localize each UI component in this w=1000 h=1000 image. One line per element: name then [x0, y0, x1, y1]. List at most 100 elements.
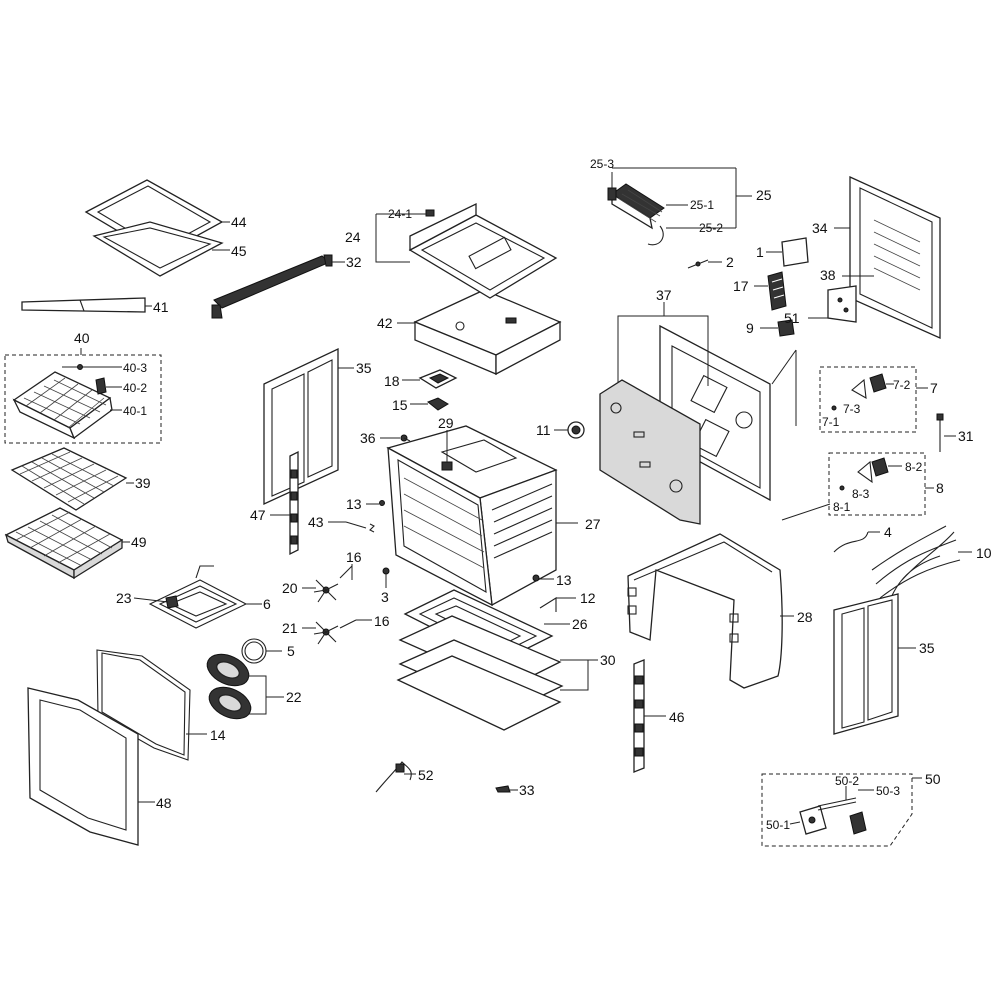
label-51: 51	[784, 310, 800, 326]
part-20-fan	[313, 565, 353, 603]
part-51-bracket	[827, 285, 857, 323]
part-50-2-rod	[817, 797, 857, 811]
part-50-1-lock	[799, 805, 827, 835]
part-18-bracket	[418, 369, 458, 389]
label-15: 15	[392, 397, 408, 413]
part-2-probe	[687, 259, 709, 269]
label-43: 43	[308, 514, 324, 530]
part-13-screw-right	[532, 574, 540, 582]
part-7-2-relay	[869, 373, 887, 393]
label-35-left: 35	[356, 360, 372, 376]
label-26: 26	[572, 616, 588, 632]
part-1-plate	[781, 237, 809, 267]
label-25-3: 25-3	[590, 157, 614, 171]
label-22: 22	[286, 689, 302, 705]
label-12: 12	[580, 590, 596, 606]
label-50-1: 50-1	[766, 818, 790, 832]
part-4-wire	[833, 531, 869, 553]
label-16-lower: 16	[374, 613, 390, 629]
label-16-upper: 16	[346, 549, 362, 565]
part-8-1-screw	[839, 485, 845, 491]
part-22-lamp-cover	[206, 653, 252, 720]
part-25-3-bracket	[607, 187, 617, 201]
label-2: 2	[726, 254, 734, 270]
label-45: 45	[231, 243, 247, 259]
label-1: 1	[756, 244, 764, 260]
label-30: 30	[600, 652, 616, 668]
label-20: 20	[282, 580, 298, 596]
part-27-oven-cavity	[386, 425, 558, 607]
part-28-insulation-blanket	[627, 533, 783, 689]
label-32: 32	[346, 254, 362, 270]
part-10-wire-harness	[871, 525, 961, 601]
label-47: 47	[250, 507, 266, 523]
part-25-2-wire	[647, 225, 664, 246]
label-8-2: 8-2	[905, 460, 923, 474]
label-42: 42	[377, 315, 393, 331]
label-50-2: 50-2	[835, 774, 859, 788]
part-17-filter	[767, 271, 787, 311]
label-17: 17	[733, 278, 749, 294]
label-10: 10	[976, 545, 992, 561]
part-52-wire	[375, 761, 412, 793]
part-40-3-pin	[62, 364, 100, 370]
label-25-2: 25-2	[699, 221, 723, 235]
part-35-side-panel-left	[263, 347, 339, 506]
label-37: 37	[656, 287, 672, 303]
label-41: 41	[153, 299, 169, 315]
part-21-fan	[313, 619, 357, 645]
part-40-2-clip	[95, 377, 107, 395]
part-32-rail	[211, 254, 333, 319]
label-13-left: 13	[346, 496, 362, 512]
label-27: 27	[585, 516, 601, 532]
label-6: 6	[263, 596, 271, 612]
part-45-tray	[92, 221, 224, 277]
part-40-1-basket	[12, 371, 113, 440]
label-31: 31	[958, 428, 974, 444]
part-29-lamp-socket	[441, 461, 453, 471]
label-24: 24	[345, 229, 361, 245]
part-24-1-clip	[425, 209, 435, 217]
label-7: 7	[930, 380, 938, 396]
part-49-slide-rack	[4, 507, 124, 580]
part-33-clip	[495, 785, 511, 793]
label-29: 29	[438, 415, 454, 431]
label-52: 52	[418, 767, 434, 783]
label-8-1: 8-1	[833, 500, 851, 514]
part-9-switch	[777, 319, 795, 337]
label-8: 8	[936, 480, 944, 496]
part-5-gasket-ring	[241, 638, 267, 664]
label-13-right: 13	[556, 572, 572, 588]
label-44: 44	[231, 214, 247, 230]
part-34-back-panel	[849, 175, 941, 340]
label-40: 40	[74, 330, 90, 346]
part-12-bracket	[539, 597, 557, 612]
part-42-top-cover	[413, 289, 562, 376]
part-48-oven-door	[27, 687, 139, 846]
part-37-insulation-panel	[599, 379, 701, 525]
label-9: 9	[746, 320, 754, 336]
label-39: 39	[135, 475, 151, 491]
part-35-side-panel-right	[833, 593, 899, 735]
part-46-hinge-strip	[633, 659, 645, 773]
part-43-pin	[345, 521, 375, 533]
label-48: 48	[156, 795, 172, 811]
part-11-knob	[567, 421, 585, 439]
label-40-1: 40-1	[123, 404, 147, 418]
part-6-broil-element	[148, 565, 248, 629]
part-3-bolt	[382, 567, 390, 575]
label-33: 33	[519, 782, 535, 798]
label-46: 46	[669, 709, 685, 725]
label-7-2: 7-2	[893, 378, 911, 392]
label-14: 14	[210, 727, 226, 743]
part-31-sensor	[936, 413, 944, 452]
part-41-strip	[21, 297, 146, 313]
part-8-2-relay	[871, 457, 889, 477]
label-5: 5	[287, 643, 295, 659]
label-11: 11	[536, 422, 551, 438]
part-7-3-bracket	[851, 378, 867, 400]
label-50-3: 50-3	[876, 784, 900, 798]
label-25: 25	[756, 187, 772, 203]
